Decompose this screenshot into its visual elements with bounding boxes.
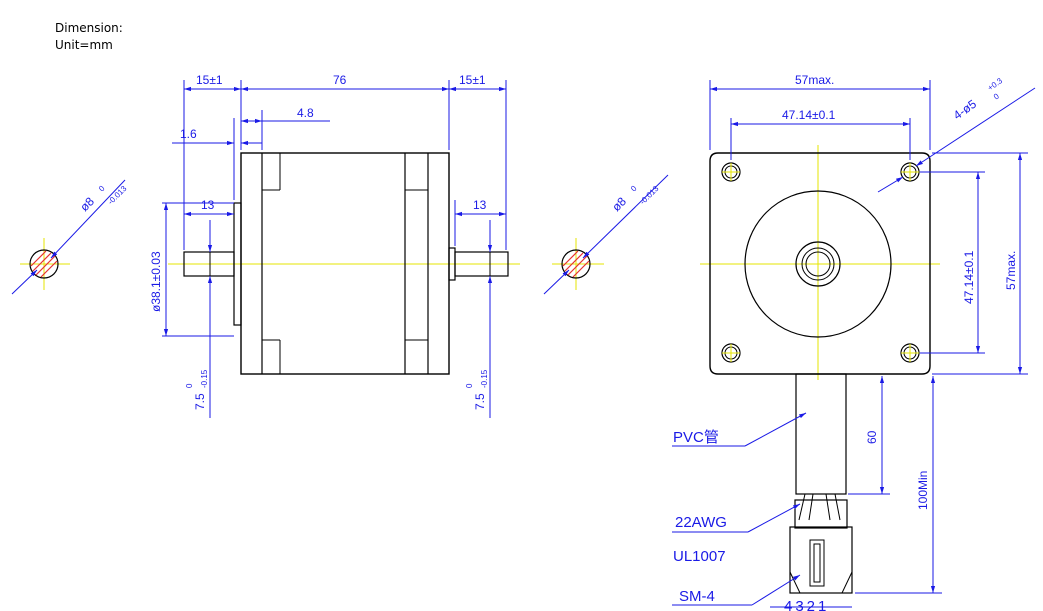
dim-lead-length: 100Min xyxy=(916,471,930,510)
shaft-diameter-lower-tol-right: -0.013 xyxy=(638,184,661,207)
shaft-section-left: ø8 0 -0.013 xyxy=(11,179,129,295)
front-boss xyxy=(744,190,892,338)
shaft-diameter-right: ø8 xyxy=(609,194,629,214)
dim-height-overall: 57max. xyxy=(1004,251,1018,290)
dim-sleeve-length: 60 xyxy=(865,430,879,444)
dim-flat-length-left: 13 xyxy=(201,198,215,212)
dim-shaft-length-right: 15±1 xyxy=(459,73,486,87)
front-shaft-outer xyxy=(795,241,841,287)
dim-holes-lower-tol: 0 xyxy=(992,91,1001,101)
label-connector: SM-4 xyxy=(679,588,715,605)
shaft-circle-right xyxy=(561,249,591,279)
label-wire-gauge: 22AWG xyxy=(675,514,727,531)
shaft-circle-left xyxy=(29,249,59,279)
dim-holes-upper-tol: +0.3 xyxy=(986,76,1005,93)
shaft-diameter-upper-tol-left: 0 xyxy=(97,184,107,194)
dim-flat-depth-left: 7.5 xyxy=(193,393,207,410)
dim-hole-spacing-h: 47.14±0.1 xyxy=(782,108,836,122)
mounting-holes xyxy=(721,162,920,363)
dim-flat-depth-upper-tol-left: 0 xyxy=(185,383,194,388)
dim-boss-length: 4.8 xyxy=(297,106,314,120)
dim-hole-spacing-v: 47.14±0.1 xyxy=(962,250,976,304)
motor-face-plate xyxy=(709,152,931,375)
dim-flat-depth-lower-tol-right: -0.15 xyxy=(480,369,489,388)
front-view: 57max. 47.14±0.1 47.14±0.1 57max. 4-ø5 +… xyxy=(672,73,1036,611)
dim-width-overall: 57max. xyxy=(795,73,834,87)
header-unit-label: Unit=mm xyxy=(55,38,113,52)
dim-flat-length-right: 13 xyxy=(473,198,487,212)
label-pin-order: 4321 xyxy=(784,598,829,611)
header-dimension-label: Dimension: xyxy=(55,21,123,35)
dim-flat-depth-lower-tol-left: -0.15 xyxy=(200,369,209,388)
dim-flat-depth-right: 7.5 xyxy=(473,393,487,410)
dim-body-length: 76 xyxy=(333,73,347,87)
shaft-section-right: ø8 0 -0.013 xyxy=(543,174,669,295)
dim-shaft-length-left: 15±1 xyxy=(196,73,223,87)
dim-mounting-holes: 4-ø5 xyxy=(951,97,980,123)
shaft-diameter-left: ø8 xyxy=(77,194,97,214)
shaft-diameter-lower-tol-left: -0.013 xyxy=(106,184,129,207)
shaft-diameter-upper-tol-right: 0 xyxy=(629,184,639,194)
side-view: 15±1 76 15±1 4.8 1.6 13 13 ø38.1±0.03 xyxy=(149,73,520,418)
dim-flange-thickness: 1.6 xyxy=(180,127,197,141)
shaft-right xyxy=(454,251,509,277)
connector xyxy=(789,526,853,594)
cable-sleeve xyxy=(795,373,847,495)
label-wire-standard: UL1007 xyxy=(673,548,726,565)
dim-boss-diameter: ø38.1±0.03 xyxy=(149,251,163,312)
wire-clamp xyxy=(794,499,848,529)
dim-flat-depth-upper-tol-right: 0 xyxy=(465,383,474,388)
label-pvc-sleeve: PVC管 xyxy=(673,429,719,446)
